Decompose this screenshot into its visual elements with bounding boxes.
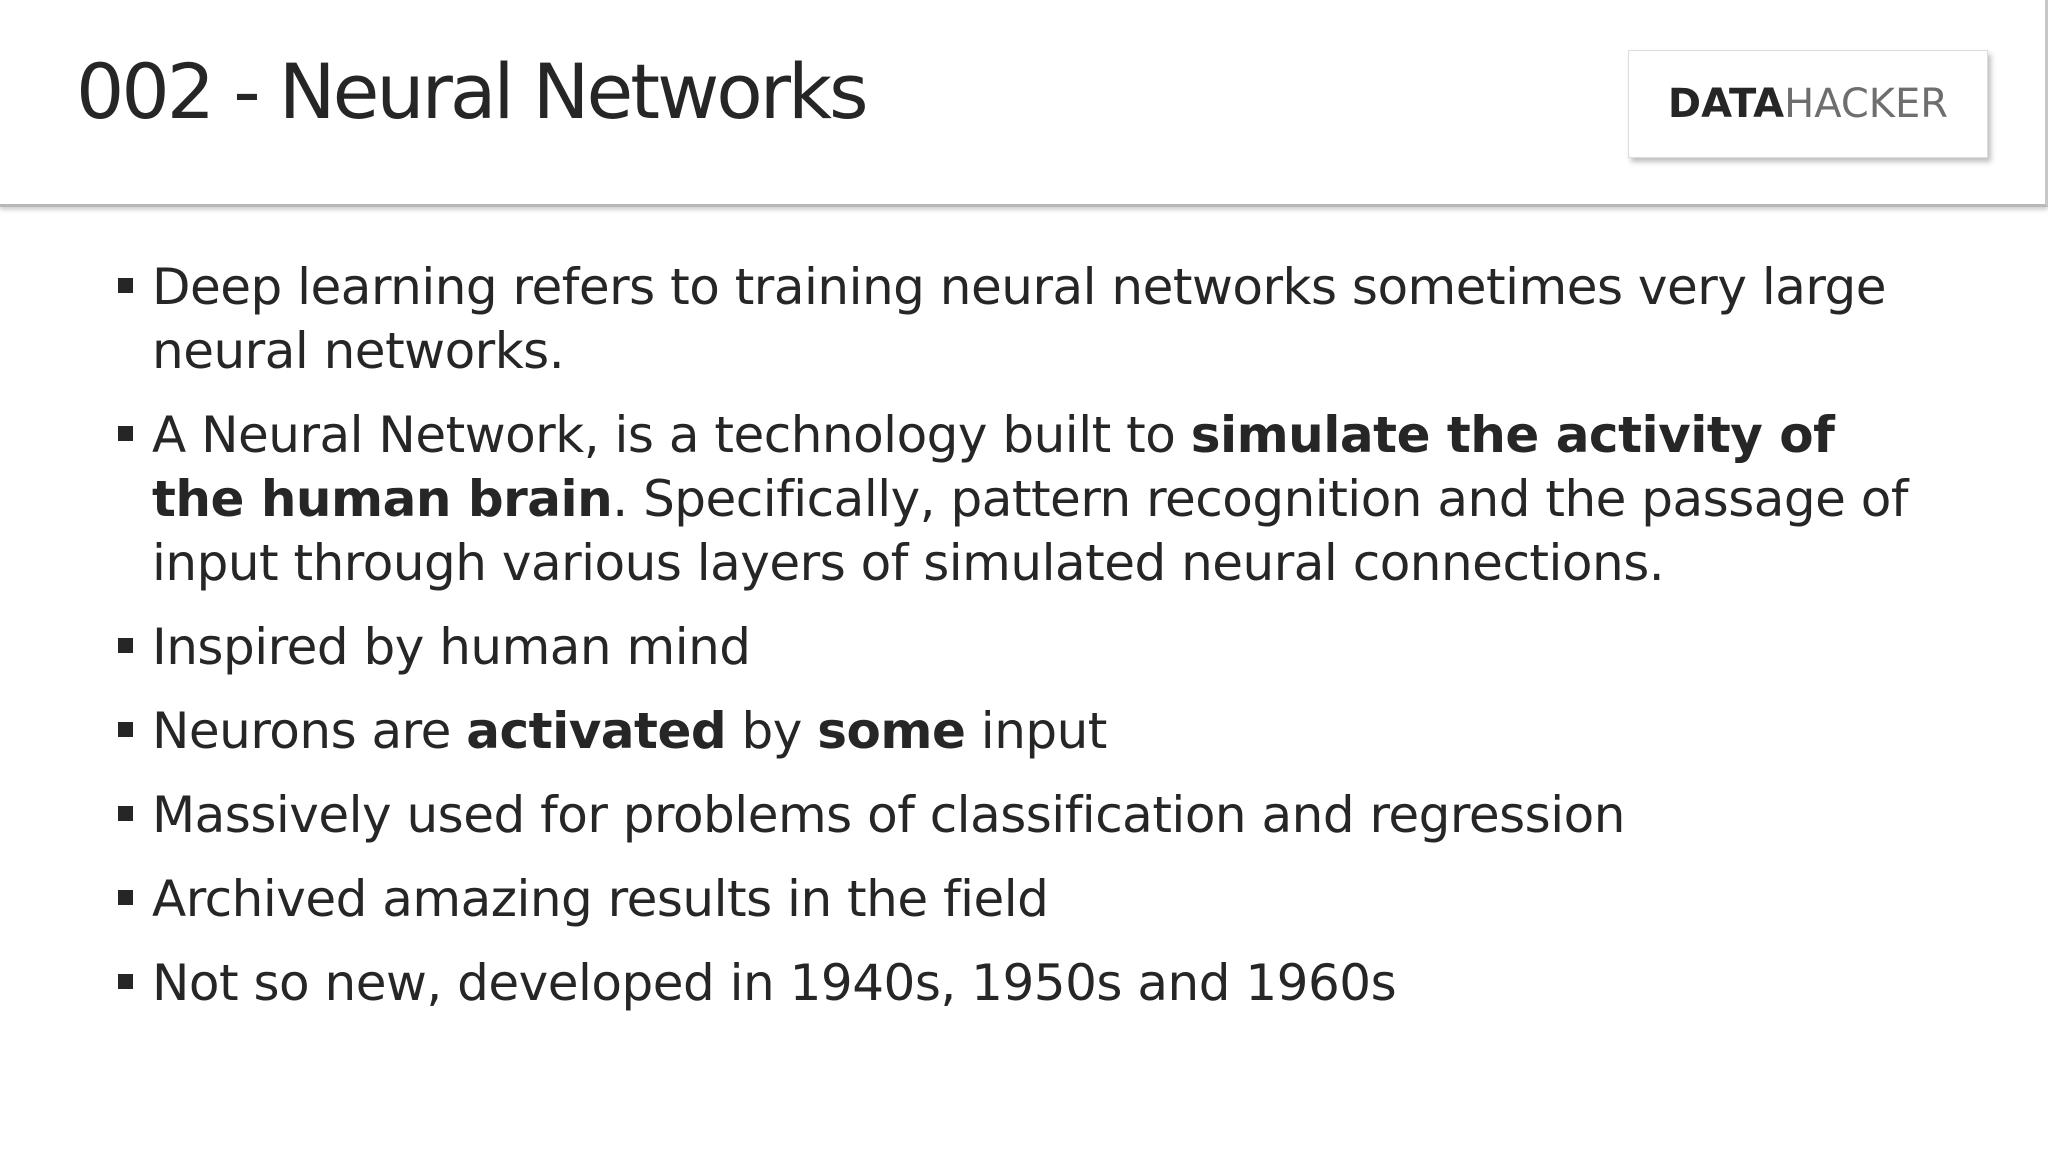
bullet-text-bold: activated — [466, 702, 727, 760]
square-bullet-icon — [118, 806, 133, 821]
datahacker-logo: DATAHACKER — [1628, 50, 1988, 158]
bullet-text: Deep learning refers to training neural … — [152, 258, 1887, 380]
bullet-item: Inspired by human mind — [116, 615, 1916, 679]
bullet-text: Inspired by human mind — [152, 618, 751, 676]
bullet-text: . Specifically, pattern recognition and … — [152, 470, 1909, 592]
square-bullet-icon — [118, 722, 133, 737]
logo-text-bold: DATA — [1667, 81, 1785, 127]
square-bullet-icon — [118, 638, 133, 653]
bullet-text-bold: some — [817, 702, 966, 760]
bullet-text-bold: simulate the activity of the human brain — [152, 406, 1835, 528]
square-bullet-icon — [118, 426, 133, 441]
bullet-item: A Neural Network, is a technology built … — [116, 403, 1916, 595]
bullet-item: Neurons are activated by some input — [116, 699, 1916, 763]
bullet-text: Archived amazing results in the field — [152, 870, 1049, 928]
square-bullet-icon — [118, 278, 133, 293]
square-bullet-icon — [118, 890, 133, 905]
square-bullet-icon — [118, 974, 133, 989]
bullet-text: A Neural Network, is a technology built … — [152, 406, 1191, 464]
logo-text-light: HACKER — [1784, 81, 1949, 127]
bullet-item: Deep learning refers to training neural … — [116, 255, 1916, 383]
bullet-item: Archived amazing results in the field — [116, 867, 1916, 931]
bullet-text: by — [726, 702, 818, 760]
slide-header: 002 - Neural Networks DATAHACKER — [0, 0, 2048, 207]
bullet-item: Not so new, developed in 1940s, 1950s an… — [116, 951, 1916, 1015]
logo-text: DATAHACKER — [1668, 81, 1948, 127]
bullet-list: Deep learning refers to training neural … — [116, 255, 1916, 1035]
slide-title: 002 - Neural Networks — [76, 47, 869, 136]
bullet-text: Not so new, developed in 1940s, 1950s an… — [152, 954, 1397, 1012]
bullet-item: Massively used for problems of classific… — [116, 783, 1916, 847]
bullet-text: input — [965, 702, 1108, 760]
bullet-text: Neurons are — [152, 702, 467, 760]
bullet-text: Massively used for problems of classific… — [152, 786, 1625, 844]
